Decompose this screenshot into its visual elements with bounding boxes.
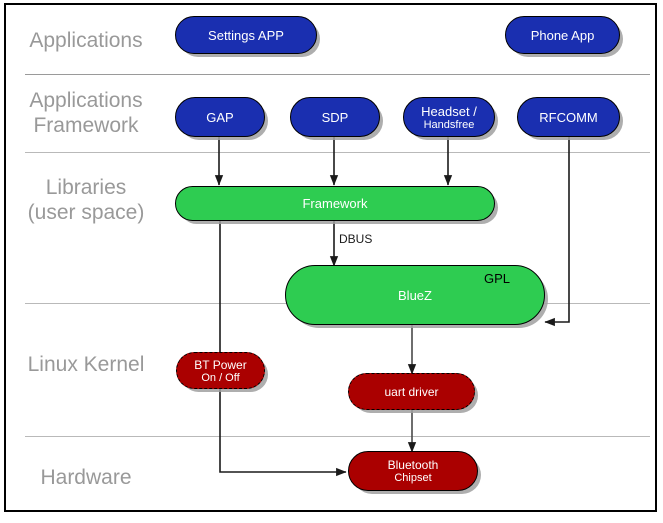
node-label: Settings APP xyxy=(208,27,284,43)
node-gap[interactable]: GAP xyxy=(175,97,265,137)
node-bluez[interactable]: BlueZ xyxy=(285,265,545,325)
separator-linux-kernel xyxy=(25,436,650,437)
node-label: SDP xyxy=(321,109,349,125)
bluez-license-tag: GPL xyxy=(484,271,511,286)
node-bluetooth-chipset[interactable]: Bluetooth Chipset xyxy=(348,451,478,491)
separator-applications xyxy=(25,74,650,75)
node-label: BlueZ xyxy=(398,287,432,303)
node-label-line2: Handsfree xyxy=(423,118,475,131)
node-label-line2: On / Off xyxy=(201,371,240,384)
layer-label-hardware: Hardware xyxy=(40,466,132,489)
node-sdp[interactable]: SDP xyxy=(290,97,380,137)
node-label: Phone App xyxy=(530,27,595,43)
node-bt-power[interactable]: BT Power On / Off xyxy=(176,352,265,389)
node-label: uart driver xyxy=(384,384,439,399)
node-label-line1: Bluetooth xyxy=(387,458,439,472)
node-label-line2: Chipset xyxy=(394,472,432,484)
layer-label-line2: Framework xyxy=(33,114,139,137)
node-phone-app[interactable]: Phone App xyxy=(505,16,620,54)
node-label: Framework xyxy=(302,196,368,211)
node-label: GAP xyxy=(206,109,234,125)
layer-label-applications-framework: Applications Framework xyxy=(0,88,172,138)
edge-label-dbus: DBUS xyxy=(339,232,373,246)
layer-label-libraries: Libraries (user space) xyxy=(0,175,172,225)
node-framework[interactable]: Framework xyxy=(175,186,495,221)
layer-label-line1: Libraries xyxy=(45,176,127,199)
node-label-line1: BT Power xyxy=(194,357,247,372)
node-headset-handsfree[interactable]: Headset / Handsfree xyxy=(403,97,495,137)
layer-label-line1: Applications xyxy=(29,89,143,112)
layer-label-linux-kernel: Linux Kernel xyxy=(27,353,145,376)
layer-label-line2: (user space) xyxy=(27,201,145,224)
node-uart-driver[interactable]: uart driver xyxy=(348,373,475,410)
node-label: RFCOMM xyxy=(539,109,598,125)
separator-applications-framework xyxy=(25,152,650,153)
node-label-line1: Headset / xyxy=(421,103,477,119)
node-rfcomm[interactable]: RFCOMM xyxy=(517,97,620,137)
layer-label-applications: Applications xyxy=(29,29,143,52)
node-settings-app[interactable]: Settings APP xyxy=(175,16,317,54)
